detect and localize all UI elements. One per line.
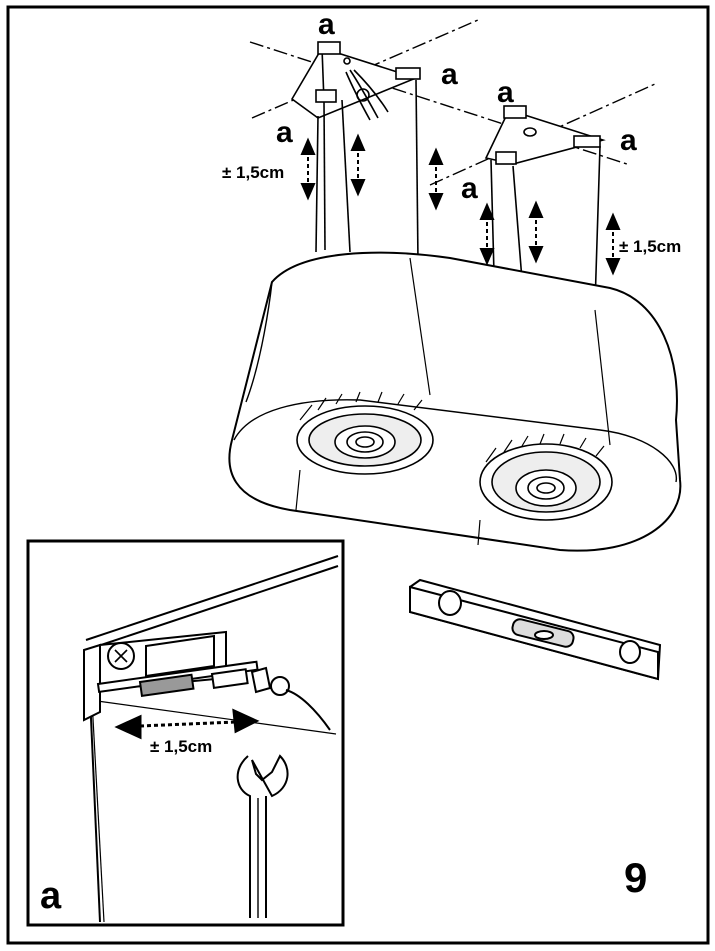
callout-a-5: a: [620, 124, 637, 157]
fan-left: [296, 391, 434, 475]
inset-frame: [26, 539, 345, 927]
callout-a-2: a: [441, 58, 458, 91]
step-number: 9: [624, 854, 647, 901]
page-frame: [6, 5, 710, 945]
inset-adjust-arrow: [114, 708, 260, 740]
inset-detail: [83, 555, 339, 923]
callout-a-4: a: [276, 116, 293, 149]
callout-labels: a a a a a a: [276, 8, 637, 205]
adjust-label-right: ± 1,5cm: [619, 237, 681, 256]
adjust-label-inset: ± 1,5cm: [150, 737, 212, 756]
inset-letter: a: [40, 875, 62, 917]
callout-a-6: a: [461, 172, 478, 205]
callout-a-1: a: [318, 8, 335, 41]
adjust-label-left: ± 1,5cm: [222, 163, 284, 182]
hood-body: [228, 251, 682, 552]
spirit-level: [409, 578, 662, 681]
fan-right: [479, 433, 613, 521]
ceiling-brackets: [249, 19, 656, 306]
adjustment-arrows: [300, 133, 621, 276]
callout-a-3: a: [497, 76, 514, 109]
